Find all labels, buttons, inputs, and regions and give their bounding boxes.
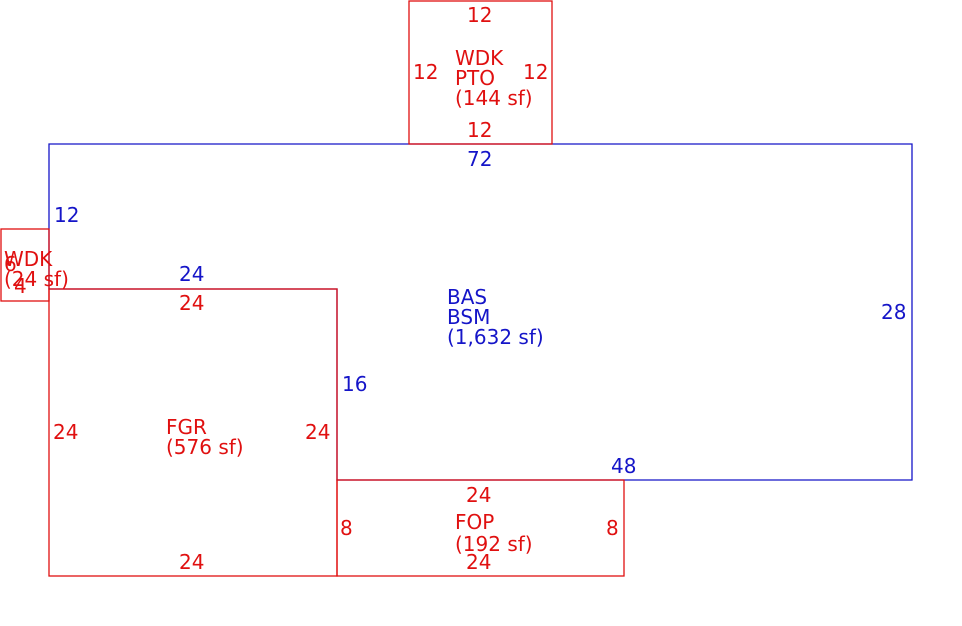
bas-name-line-1: BAS — [447, 285, 487, 309]
wdk-pto-dim-bottom: 12 — [467, 118, 492, 142]
wdk-side-name: WDK — [4, 247, 53, 271]
wdk-pto-name-line-2: PTO — [455, 66, 495, 90]
fgr-outline — [48, 288, 338, 577]
bas-name-line-2: BSM — [447, 305, 490, 329]
bas-area: BAS BSM (1,632 sf) 72 12 28 24 16 48 — [48, 143, 913, 481]
fgr-dim-left: 24 — [53, 420, 78, 444]
fgr-dim-bottom: 24 — [179, 550, 204, 574]
fgr-dim-top: 24 — [179, 291, 204, 315]
wdk-pto-area-text: (144 sf) — [455, 86, 533, 110]
fop-area: 24 8 8 24 FOP (192 sf) — [336, 479, 625, 577]
wdk-side-dim-height: 4 — [14, 274, 27, 298]
wdk-side-area: 6 4 WDK (24 sf) — [0, 228, 69, 302]
bas-dim-left: 12 — [54, 203, 79, 227]
fop-outline — [336, 479, 625, 577]
wdk-side-dim-width: 6 — [4, 252, 17, 276]
bas-dim-inner-horizontal: 24 — [179, 262, 204, 286]
bas-dim-right: 28 — [881, 300, 906, 324]
fgr-area-text: (576 sf) — [166, 435, 244, 459]
wdk-pto-dim-left: 12 — [413, 60, 438, 84]
fop-dim-top: 24 — [466, 483, 491, 507]
wdk-pto-name-line-1: WDK — [455, 46, 504, 70]
fop-dim-left: 8 — [340, 516, 353, 540]
wdk-pto-area: 12 12 12 12 WDK PTO (144 sf) — [408, 0, 553, 145]
wdk-pto-dim-top: 12 — [467, 3, 492, 27]
fop-name: FOP — [455, 510, 494, 534]
bas-dim-bottom: 48 — [611, 454, 636, 478]
fgr-dim-right: 24 — [305, 420, 330, 444]
fop-dim-bottom: 24 — [466, 550, 491, 574]
fop-area-text: (192 sf) — [455, 532, 533, 556]
bas-area-text: (1,632 sf) — [447, 325, 544, 349]
fop-dim-right: 8 — [606, 516, 619, 540]
fgr-name: FGR — [166, 415, 207, 439]
fgr-area: 24 24 24 24 FGR (576 sf) — [48, 288, 338, 577]
wdk-pto-outline — [408, 0, 553, 145]
bas-dim-top: 72 — [467, 147, 492, 171]
wdk-side-outline — [0, 228, 50, 302]
wdk-pto-dim-right: 12 — [523, 60, 548, 84]
wdk-side-area-text: (24 sf) — [4, 267, 69, 291]
bas-dim-inner-vertical: 16 — [342, 372, 367, 396]
